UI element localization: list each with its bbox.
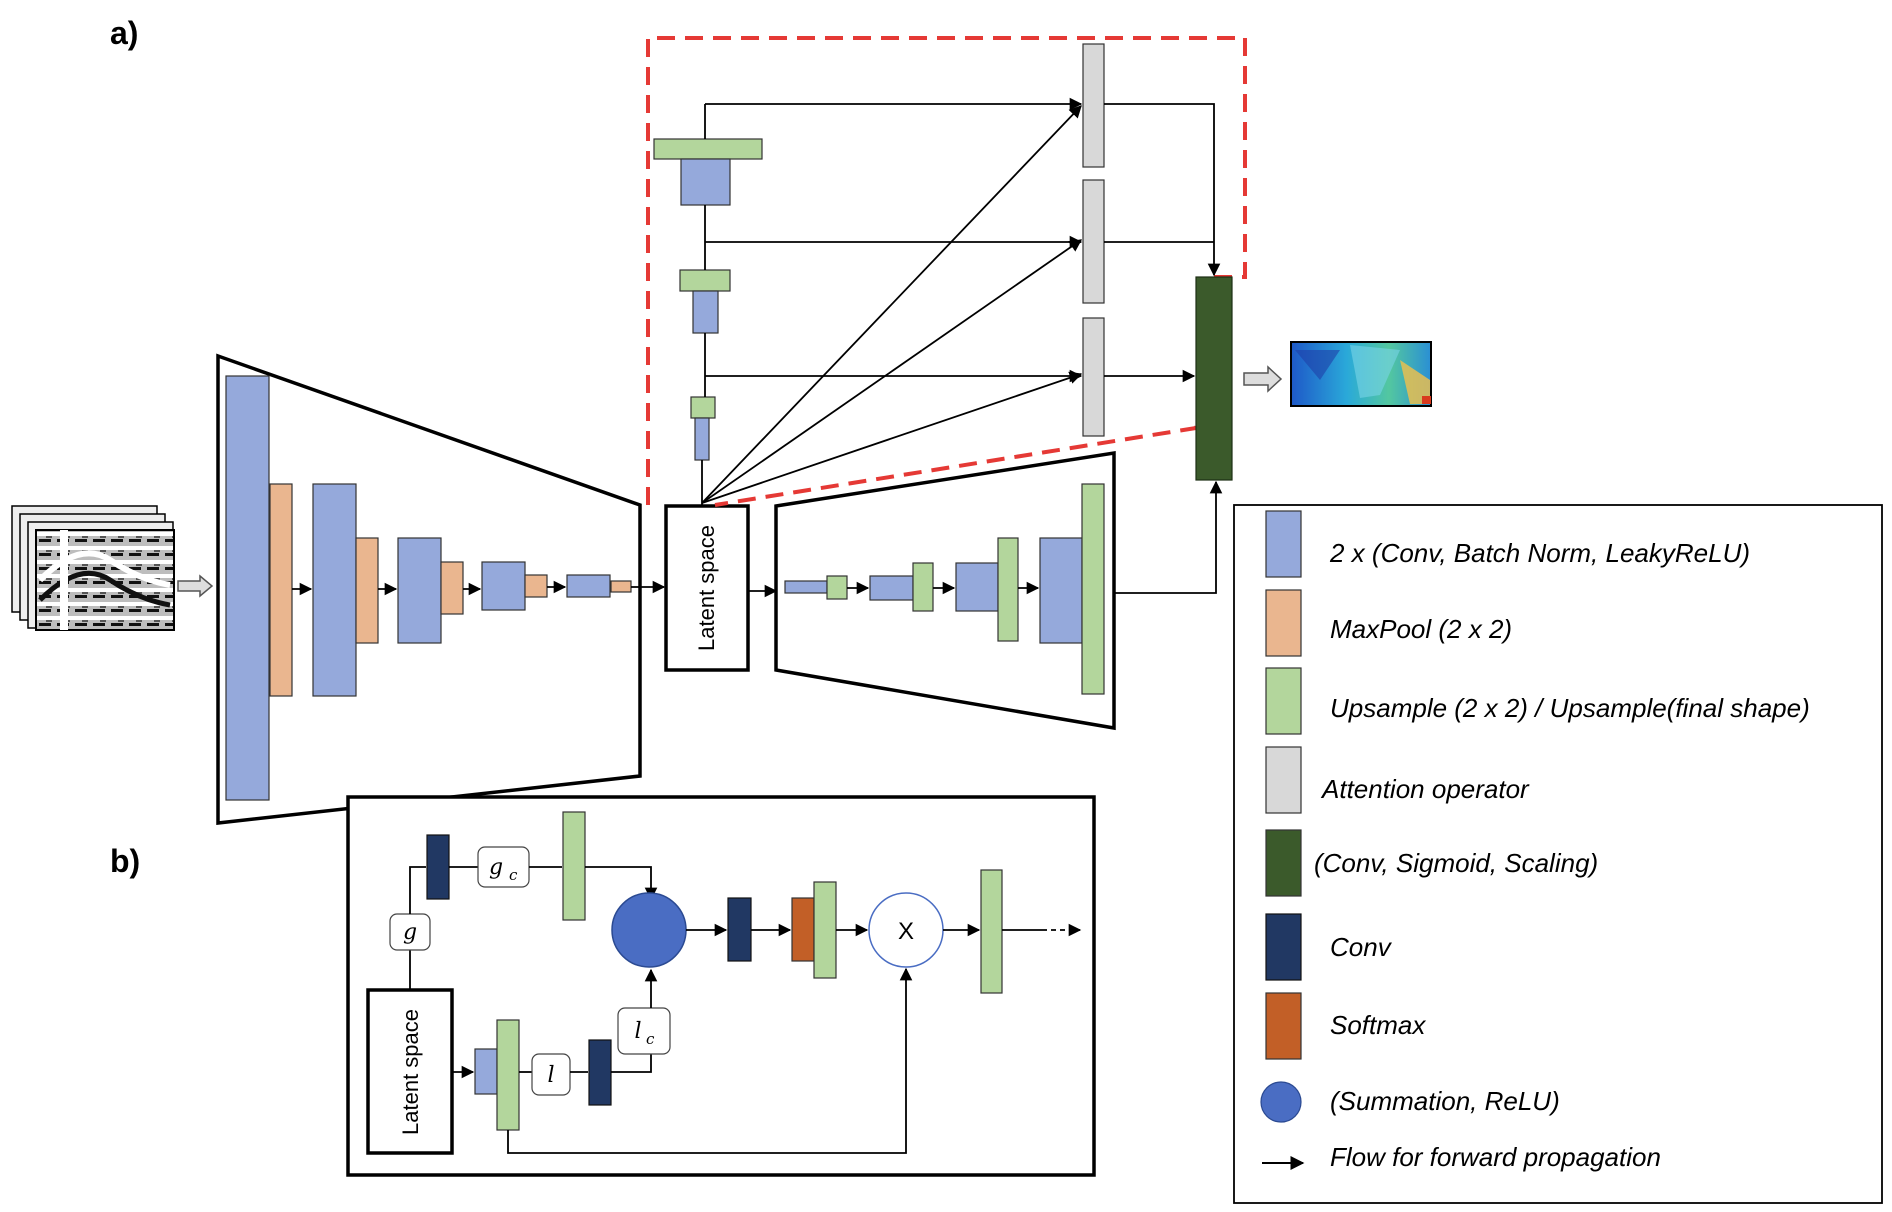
gc-subscript: c	[509, 866, 518, 884]
legend-label-softmax: Softmax	[1330, 1010, 1426, 1040]
legend-label-flow: Flow for forward propagation	[1330, 1142, 1661, 1172]
decoder-upsample-3	[997, 537, 1019, 642]
attention-region-border	[646, 36, 1247, 507]
gc-operator	[477, 846, 530, 888]
l-operator	[531, 1053, 571, 1096]
decoder-upsample-4	[1081, 483, 1105, 695]
legend-swatch-attention	[1265, 746, 1302, 814]
encoder-maxpool-3	[440, 561, 464, 615]
attn-conv-1	[680, 158, 731, 206]
psi-upsample	[813, 881, 837, 979]
encoder-layers	[225, 375, 632, 801]
legend-swatch-final-conv	[1265, 829, 1302, 897]
decoder-upsample-1	[826, 575, 848, 600]
attention-encoder-stack	[653, 138, 763, 461]
output-upsample	[980, 869, 1003, 994]
encoder-conv-1	[225, 375, 270, 801]
attn-upsample-2	[679, 269, 731, 292]
input-seismic-image	[11, 505, 175, 631]
legend-swatch-maxpool	[1265, 589, 1302, 657]
attention-vertical-links	[701, 104, 706, 505]
decoder-upsample-2	[912, 562, 934, 612]
latent-gating-arrows	[701, 105, 1083, 504]
panel-b-label: b)	[110, 843, 140, 879]
l-conv	[588, 1039, 612, 1106]
legend-swatch-conv-bn	[1265, 510, 1302, 578]
lc-label: l	[634, 1019, 641, 1044]
l-conv-link	[611, 1054, 652, 1073]
legend-box	[1233, 504, 1883, 1204]
l-conv-block	[474, 1048, 498, 1095]
legend-label-attention: Attention operator	[1320, 774, 1530, 804]
legend: 2 x (Conv, Batch Norm, LeakyReLU) MaxPoo…	[1260, 510, 1810, 1172]
legend-label-summation: (Summation, ReLU)	[1330, 1086, 1560, 1116]
encoder-conv-2	[312, 483, 357, 697]
encoder-conv-3	[397, 537, 442, 644]
attention-operator-1	[1082, 43, 1105, 168]
psi-conv	[727, 897, 752, 962]
softmax-block	[791, 897, 815, 962]
attention-operators	[1082, 43, 1105, 437]
attn-conv-2	[692, 290, 719, 334]
g-label: g	[403, 920, 417, 945]
attention-output-arrows	[1104, 103, 1221, 383]
panel-a-label: a)	[110, 15, 138, 51]
g-upsample	[562, 811, 586, 921]
legend-swatch-softmax	[1265, 992, 1302, 1060]
legend-swatch-upsample	[1265, 667, 1302, 735]
legend-label-final-conv: (Conv, Sigmoid, Scaling)	[1314, 848, 1598, 878]
g-to-sum-arrow	[585, 866, 658, 901]
decoder-to-output-arrow	[1114, 480, 1223, 594]
output-velocity-image	[1290, 341, 1432, 407]
decoder-conv-4	[1039, 537, 1083, 644]
legend-label-conv: Conv	[1330, 932, 1393, 962]
latent-space-label-b: Latent space	[398, 1009, 423, 1135]
decoder-conv-1	[784, 580, 828, 594]
legend-label-maxpool: MaxPool (2 x 2)	[1330, 614, 1512, 644]
g-conv	[426, 834, 450, 900]
legend-swatch-conv	[1265, 913, 1302, 981]
panel-b-frame	[346, 795, 1096, 1177]
decoder-layers	[784, 483, 1105, 695]
attention-operator-2	[1082, 179, 1105, 304]
attn-upsample-3	[690, 396, 716, 419]
encoder-flow-arrows	[292, 580, 666, 596]
encoder-maxpool-2	[355, 537, 379, 644]
legend-swatch-summation	[1260, 1081, 1302, 1123]
summation-relu-node	[611, 892, 687, 968]
encoder-conv-4	[481, 561, 526, 611]
legend-label-conv-bn: 2 x (Conv, Batch Norm, LeakyReLU)	[1329, 538, 1750, 568]
multiply-label: X	[898, 918, 914, 945]
attention-skip-arrows	[705, 97, 1083, 383]
input-arrow	[177, 574, 214, 598]
output-arrow	[1243, 365, 1283, 393]
lc-operator	[617, 1007, 671, 1055]
l-upsample	[496, 1019, 520, 1131]
decoder-conv-2	[869, 575, 914, 601]
latent-space-label: Latent space	[694, 525, 719, 651]
g-to-conv-link	[409, 866, 426, 914]
latent-space-box	[664, 504, 750, 672]
decoder-conv-3	[955, 562, 999, 612]
encoder-maxpool-5	[610, 580, 632, 593]
legend-label-upsample: Upsample (2 x 2) / Upsample(final shape)	[1330, 693, 1810, 723]
encoder-conv-5	[566, 574, 611, 598]
final-conv-sigmoid-block	[1195, 276, 1233, 481]
attn-upsample-1	[653, 138, 763, 160]
l-label: l	[547, 1063, 554, 1088]
gc-label: g	[489, 855, 503, 880]
encoder-maxpool-1	[269, 483, 293, 697]
lc-subscript: c	[646, 1030, 655, 1048]
skip-to-multiply-arrow	[507, 967, 913, 1154]
attn-conv-3	[694, 417, 710, 461]
encoder-maxpool-4	[524, 574, 548, 598]
attention-operator-3	[1082, 317, 1105, 437]
